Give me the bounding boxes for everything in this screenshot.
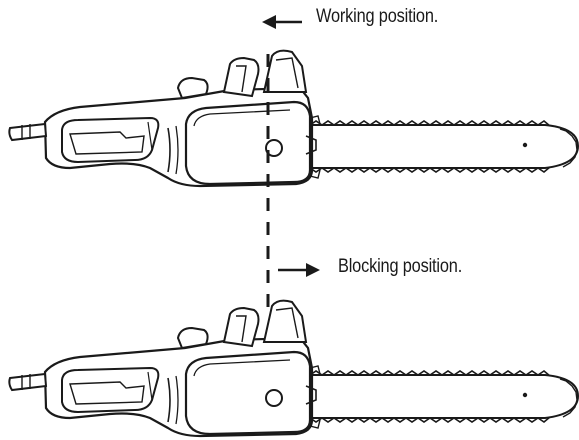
working-position-label: Working position. — [316, 6, 439, 27]
arrow-left-icon — [262, 15, 302, 29]
chainsaw-blocking-illustration — [8, 299, 579, 438]
arrow-right-icon — [278, 263, 320, 277]
blocking-position-label: Blocking position. — [338, 256, 463, 277]
chainsaw-working-illustration — [8, 49, 579, 188]
